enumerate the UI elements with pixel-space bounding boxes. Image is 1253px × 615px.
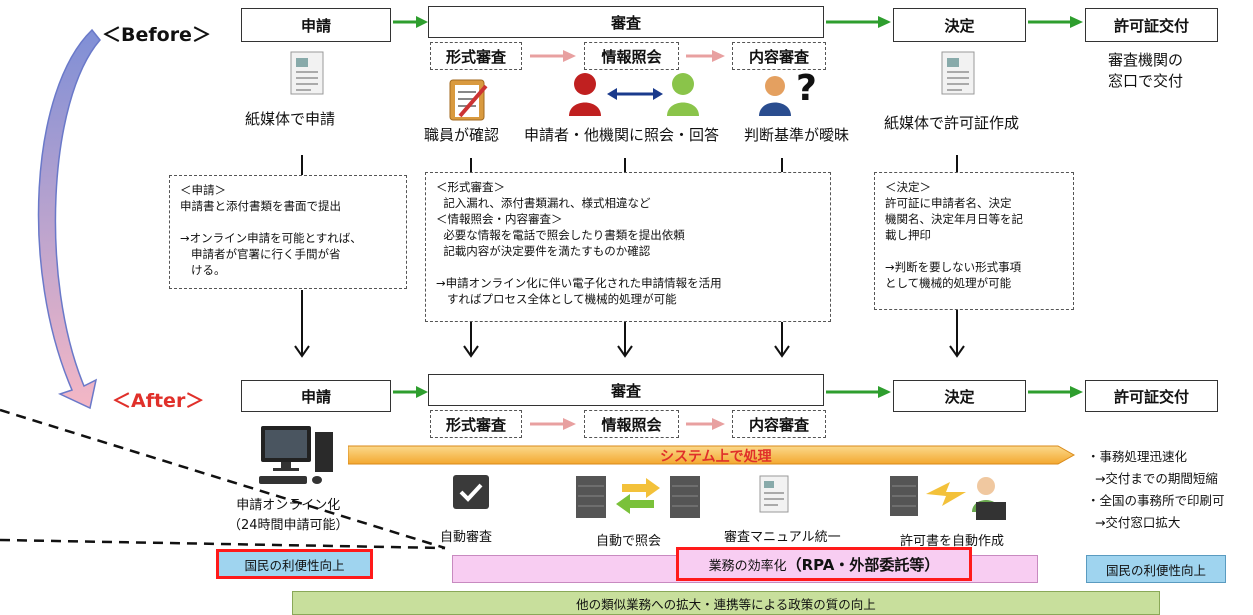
after-benefits: ・事務処理迅速化 →交付までの期間短縮 ・全国の事務所で印刷可 →交付窓口拡大 xyxy=(1087,449,1225,530)
before-issue-text: 審査機関の 窓口で交付 xyxy=(1108,51,1184,90)
clipboard-icon xyxy=(449,79,488,121)
after-caption-auto-inquiry: 自動で照会 xyxy=(596,534,662,549)
after-step-issue: 許可証交付 xyxy=(1085,380,1218,412)
after-sub-inquiry: 情報照会 xyxy=(584,410,679,438)
efficiency-highlight-text: （RPA・外部委託等） xyxy=(786,555,940,574)
server-to-worker-icon xyxy=(890,476,1006,520)
before-caption-inquiry: 申請者・他機関に照会・回答 xyxy=(524,126,720,144)
policy-band: 他の類似業務への拡大・連携等による政策の質の向上 xyxy=(292,591,1160,615)
before-step-apply: 申請 xyxy=(241,8,391,42)
before-label: ＜Before＞ xyxy=(102,24,211,46)
efficiency-prefix: 業務の効率化 xyxy=(708,558,787,574)
before-sub-arrows xyxy=(530,50,725,62)
before-step-decision: 決定 xyxy=(893,8,1026,42)
before-sub-formal: 形式審査 xyxy=(430,42,522,70)
after-caption-online: 申請オンライン化 （24時間申請可能） xyxy=(228,498,349,533)
before-caption-ambiguous: 判断基準が曖昧 xyxy=(744,126,850,144)
server-exchange-icon xyxy=(576,476,700,518)
system-process-text: システム上で処理 xyxy=(660,449,772,465)
connector-lines xyxy=(294,155,965,358)
zoom-dashed-lines xyxy=(0,408,446,550)
before-step-review: 審査 xyxy=(428,6,824,38)
efficiency-highlight: 業務の効率化（RPA・外部委託等） xyxy=(676,547,972,581)
after-flow-arrows xyxy=(393,386,1083,398)
before-sub-content: 内容審査 xyxy=(732,42,826,70)
after-caption-auto-review: 自動審査 xyxy=(440,530,493,545)
before-caption-paper-apply: 紙媒体で申請 xyxy=(245,110,336,128)
after-step-decision: 決定 xyxy=(893,380,1026,412)
checkmark-icon xyxy=(453,475,489,509)
person-exchange-icon xyxy=(569,73,699,116)
paper-document-icon xyxy=(290,51,324,95)
after-label: ＜After＞ xyxy=(112,390,205,412)
note-review: ＜形式審査＞ 記入漏れ、添付書類漏れ、様式相違など ＜情報照会・内容審査＞ 必要… xyxy=(425,172,831,322)
before-to-after-arrow xyxy=(37,28,101,410)
before-flow-arrows xyxy=(393,16,1083,28)
convenience-left-band: 国民の利便性向上 xyxy=(216,549,373,579)
paper-permit-icon xyxy=(941,51,975,95)
after-step-review: 審査 xyxy=(428,374,824,406)
computer-icon xyxy=(259,426,333,484)
convenience-right-band: 国民の利便性向上 xyxy=(1086,555,1226,583)
note-decision: ＜決定＞ 許可証に申請者名、決定 機関名、決定年月日等を記 載し押印 →判断を要… xyxy=(874,172,1074,310)
note-apply: ＜申請＞ 申請書と添付書類を書面で提出 →オンライン申請を可能とすれば、 申請者… xyxy=(169,175,407,289)
after-sub-content: 内容審査 xyxy=(732,410,826,438)
system-process-bar xyxy=(348,445,1076,465)
after-caption-auto-permit: 許可書を自動作成 xyxy=(900,534,1005,549)
manual-document-icon xyxy=(759,475,789,513)
person-question-icon xyxy=(759,76,791,116)
before-sub-inquiry: 情報照会 xyxy=(584,42,679,70)
before-caption-staff-check: 職員が確認 xyxy=(424,126,500,144)
before-step-issue: 許可証交付 xyxy=(1085,8,1218,42)
after-sub-formal: 形式審査 xyxy=(430,410,522,438)
after-step-apply: 申請 xyxy=(241,380,391,412)
after-caption-manual: 審査マニュアル統一 xyxy=(724,530,841,545)
after-sub-arrows xyxy=(530,418,725,430)
question-mark: ? xyxy=(796,68,817,109)
before-caption-paper-permit: 紙媒体で許可証作成 xyxy=(884,114,1020,132)
